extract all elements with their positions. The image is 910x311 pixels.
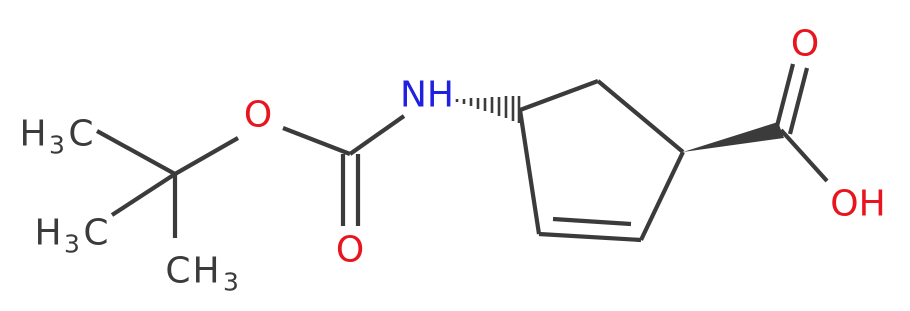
methyl-label-middle: H 3 C	[34, 213, 108, 259]
methyl-label-bottom: C H 3	[165, 251, 239, 297]
bond-ester-o-carbonyl-c	[282, 126, 351, 156]
acid-carbonyl-oxygen-label: O	[791, 24, 819, 65]
subscript-3: 3	[49, 131, 65, 160]
atom-h: H	[19, 114, 46, 155]
bond-ring-c1-c2	[639, 151, 685, 241]
bond-acid-double-b	[787, 67, 810, 135]
bond-ring-c5-c1	[596, 79, 685, 154]
bond-carbonyl-c-nh	[348, 114, 406, 156]
solid-wedge-bond	[683, 122, 784, 152]
atom-h: H	[192, 251, 219, 292]
bond-acid-c-oh	[779, 128, 829, 183]
bond-ring-c2-c3-inner	[552, 216, 632, 227]
ester-oxygen-label: O	[244, 95, 272, 136]
acid-hydroxyl-label: OH	[830, 184, 885, 225]
bond-ch3-mid	[110, 172, 177, 217]
bond-acid-double-a	[773, 63, 796, 131]
bond-ring-c4-c5	[519, 79, 599, 112]
subscript-3: 3	[223, 268, 239, 297]
carbonyl-oxygen-label: O	[336, 230, 364, 271]
subscript-3: 3	[64, 230, 80, 259]
hashed-wedge-bond	[455, 96, 521, 123]
nh-label: NH	[400, 75, 454, 116]
bond-ch3-top	[95, 129, 177, 176]
atom-c: C	[68, 114, 93, 155]
atom-h: H	[34, 213, 61, 254]
methyl-label-top: H 3 C	[19, 114, 93, 160]
atom-c: C	[165, 251, 190, 292]
bond-ring-c3-c4	[517, 109, 542, 235]
bond-quaternary-c-ester-o	[173, 136, 240, 176]
atom-c: C	[83, 213, 108, 254]
bond-ring-c2-c3-outer	[538, 231, 642, 243]
